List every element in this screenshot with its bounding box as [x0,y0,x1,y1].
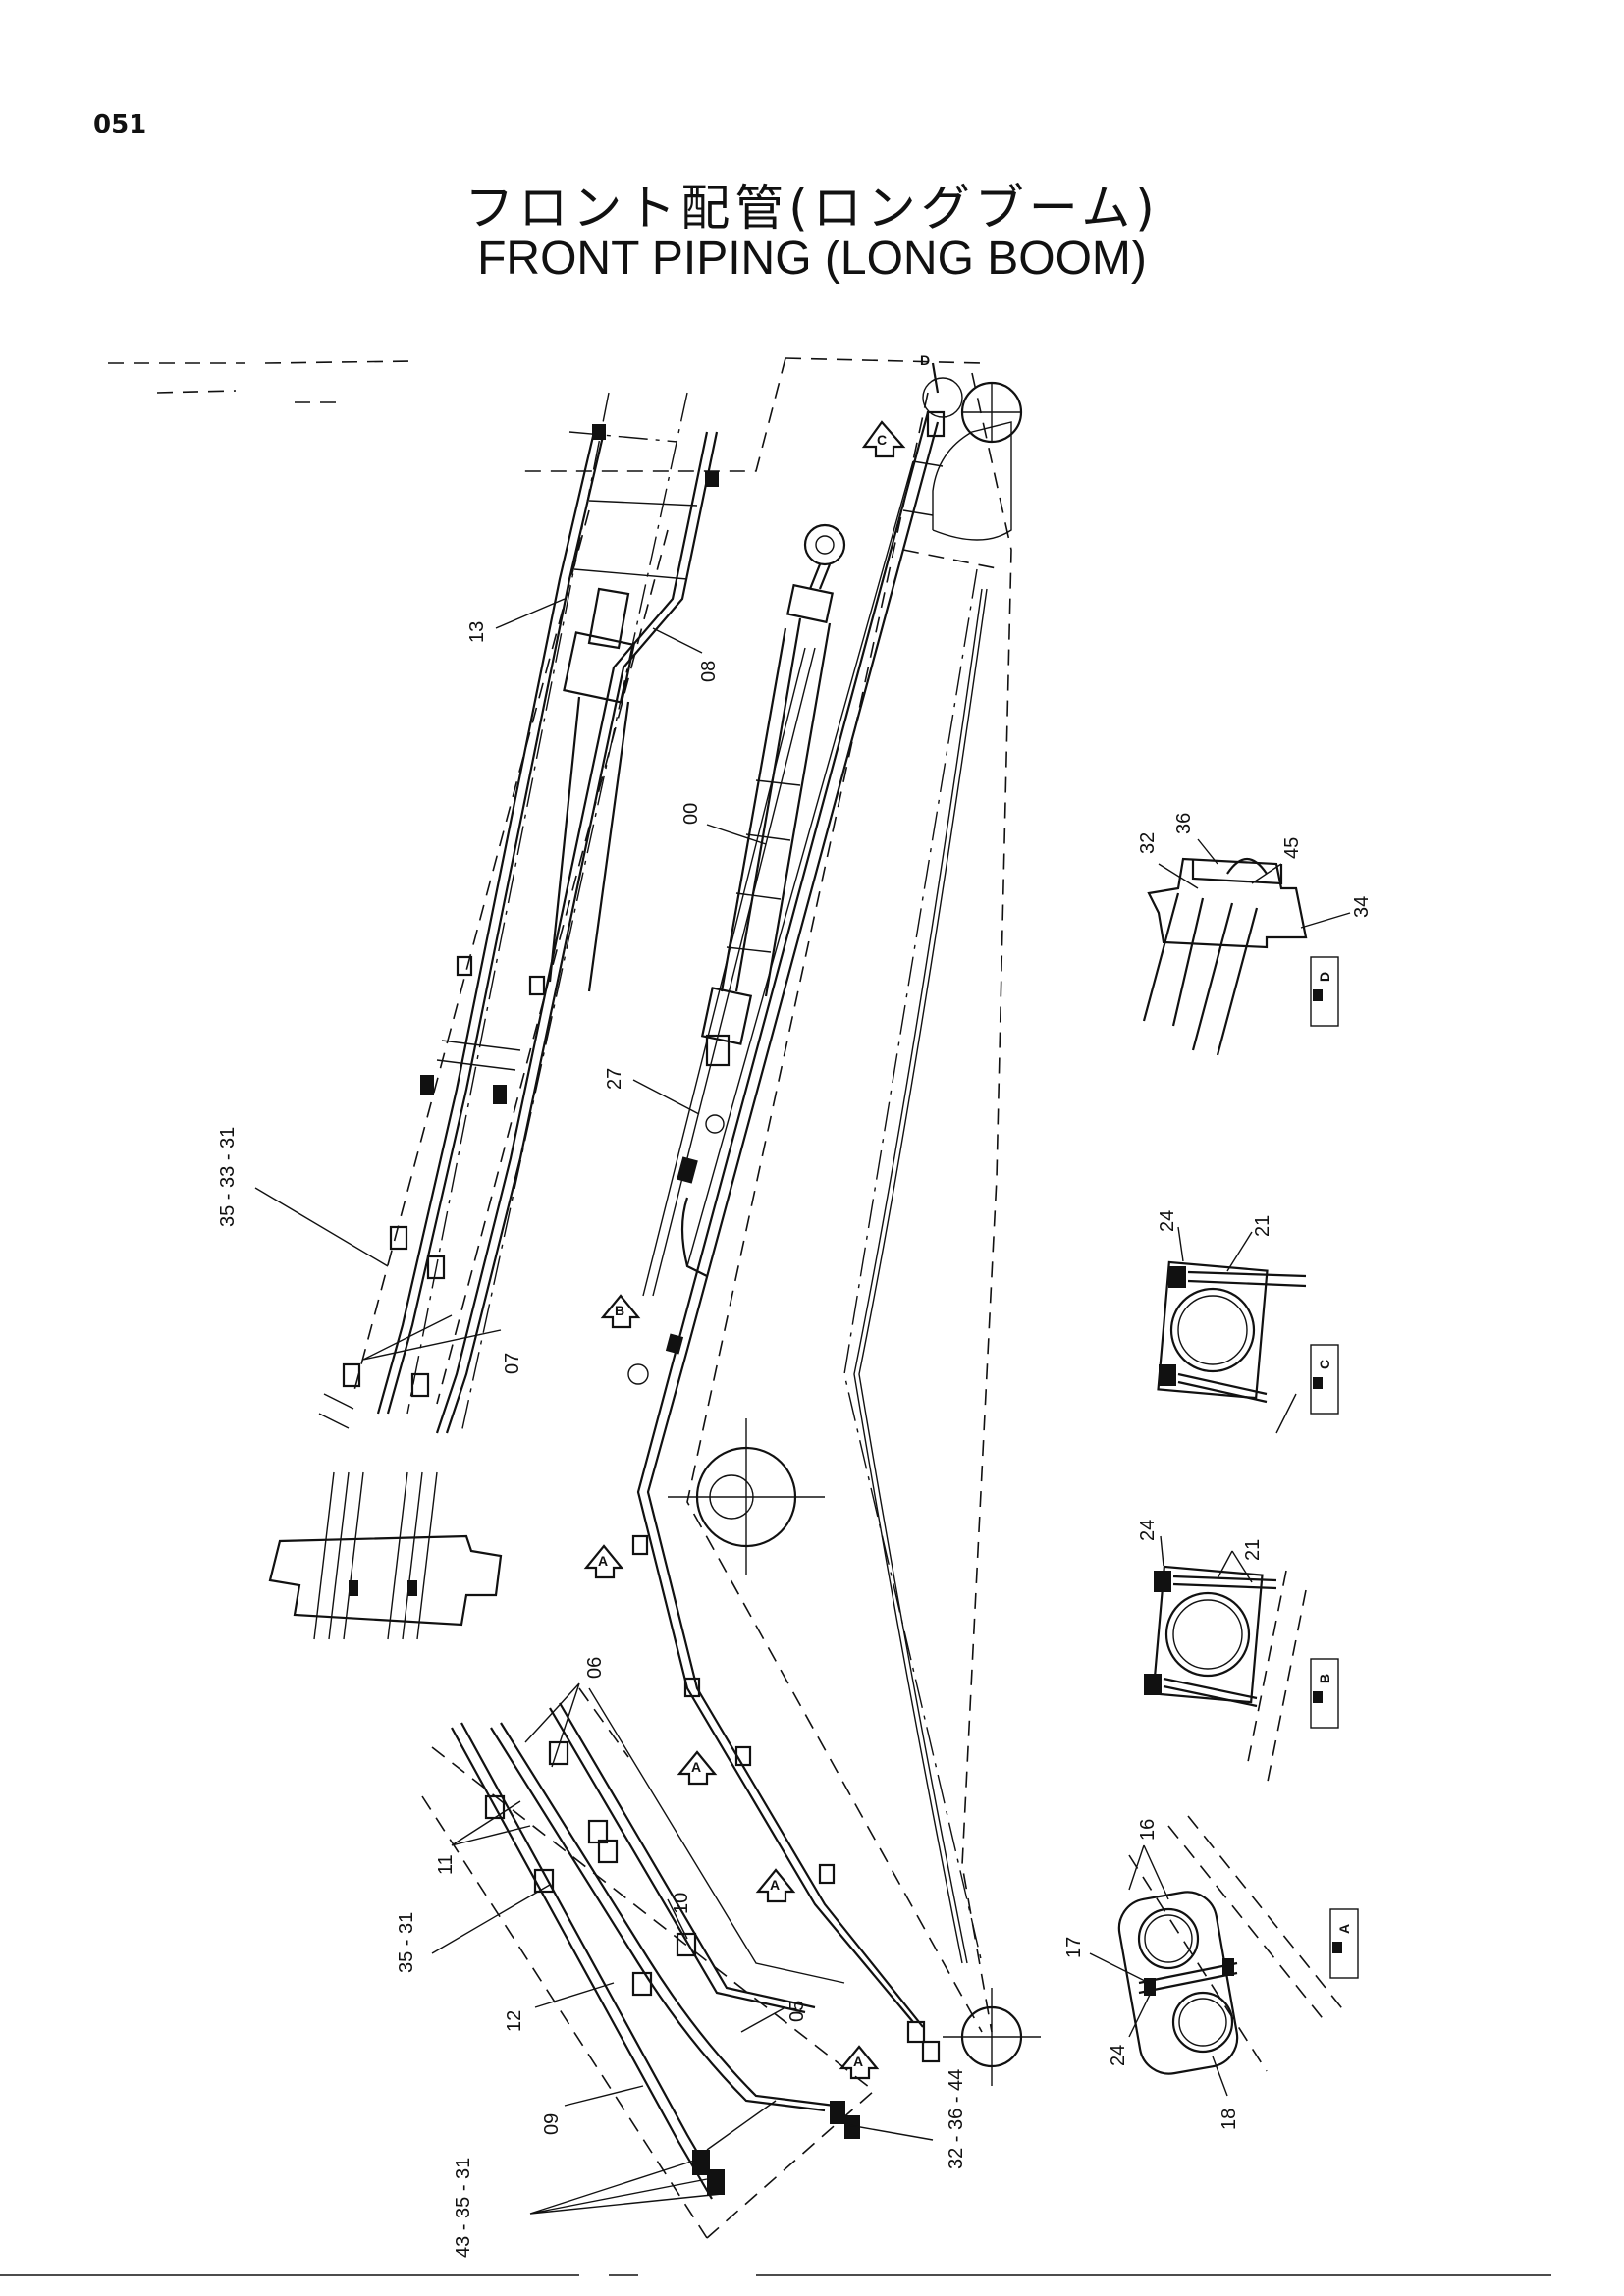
callout-d-45: 45 [1281,837,1303,859]
callout-b-21: 21 [1242,1539,1264,1561]
callout-27: 27 [604,1068,625,1090]
section-tag-b-letter: B [1317,1674,1332,1683]
section-tag-d-letter: D [1317,972,1332,982]
callout-a-16: 16 [1137,1819,1159,1841]
detail-d [1142,857,1308,1056]
callout-d-32: 32 [1137,832,1159,854]
callout-11: 11 [435,1854,457,1875]
main-pipe-run [627,410,946,2063]
boom-top-pin [922,377,1023,444]
callout-07: 07 [502,1353,523,1374]
callout-a-18: 18 [1218,2109,1240,2130]
callout-a-17: 17 [1063,1937,1085,1958]
view-marker-a-3: A [770,1877,780,1893]
title-english: FRONT PIPING (LONG BOOM) [477,233,1147,285]
callout-10: 10 [671,1893,692,1914]
section-tag-c-letter: C [1317,1360,1332,1369]
boom-foot-pin [668,1418,825,1575]
callout-b-24: 24 [1137,1520,1159,1541]
callout-13: 13 [466,621,488,643]
callout-c-24: 24 [1157,1210,1178,1232]
callout-09: 09 [541,2113,563,2135]
callout-05: 05 [786,2001,808,2022]
lower-left-pipe-bundle [421,1687,875,2239]
callout-35-33-31: 35 - 33 - 31 [217,1127,239,1227]
boom-nose-pin [943,1988,1041,2086]
title-japanese: フロント配管(ロングブーム) [464,180,1160,237]
section-tag-c: C [1310,1344,1339,1415]
view-marker-a-1: A [598,1553,608,1569]
callout-12: 12 [504,2010,525,2032]
section-b [1144,1565,1307,1788]
view-marker-a-4: A [853,2054,863,2069]
boom-outline [520,357,1012,2033]
callout-a-24: 24 [1108,2045,1129,2066]
view-marker-a-2: A [691,1759,701,1775]
arm-cylinder [700,523,846,1045]
page-number: 051 [93,110,147,139]
section-tag-d: D [1310,956,1339,1027]
view-arrows: C D B A A A A [583,352,940,2080]
callout-06: 06 [584,1657,606,1679]
clamp-bracket-left [268,1471,503,1640]
view-marker-d: D [920,352,930,368]
section-tag-a: A [1329,1908,1359,1979]
upper-left-pipe-bundle [108,360,719,1434]
view-marker-b: B [615,1303,624,1318]
callout-c-21: 21 [1252,1215,1273,1237]
section-c [1157,1260,1307,1434]
section-tag-b: B [1310,1658,1339,1729]
section-tag-a-letter: A [1336,1924,1352,1934]
view-marker-c: C [877,432,887,448]
section-a [1117,1815,1346,2075]
callout-d-34: 34 [1351,896,1373,918]
callout-d-36: 36 [1173,813,1195,834]
callout-32-36-44: 32 - 36 - 44 [946,2069,967,2169]
callout-08: 08 [698,661,720,682]
callouts: 13 08 00 27 35 - 33 - 31 07 06 11 10 35 … [217,598,1373,2258]
callout-43-35-31: 43 - 35 - 31 [453,2158,474,2258]
callout-35-31: 35 - 31 [396,1912,417,1973]
callout-00: 00 [680,803,702,825]
